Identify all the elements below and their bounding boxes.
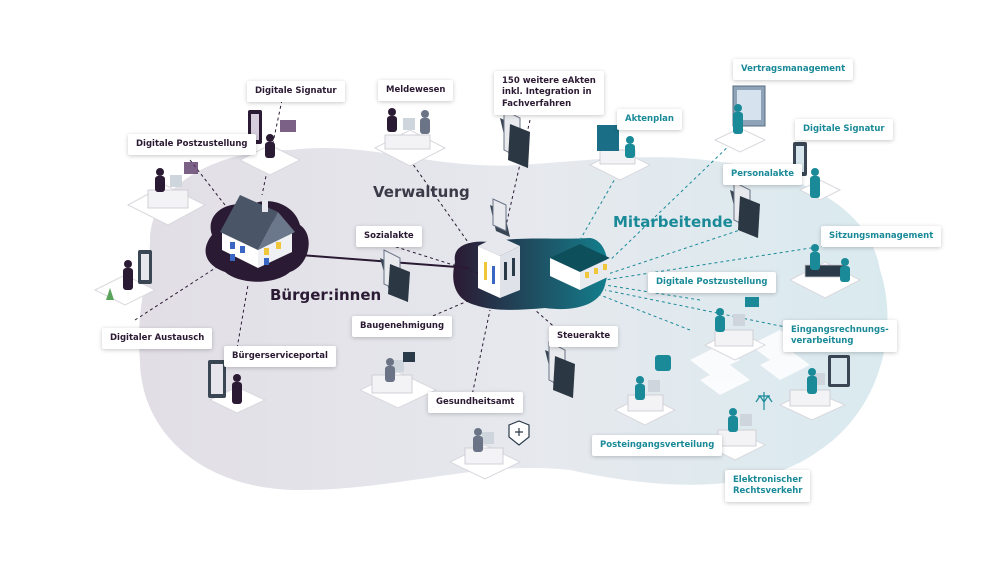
callout-digitale-postzustellung-staff: Digitale Postzustellung [648,272,776,294]
callout-eingangsrechnung-line-1: Eingangsrechnungs- [791,325,889,335]
callout-rechtsverkehr-line-1: Elektronischer [733,475,803,485]
callout-sozialakte: Sozialakte [356,226,422,248]
background-blob [138,147,888,490]
staff-building [550,244,610,290]
callout-eakten-line-2: inkl. Integration in [502,87,592,98]
callout-elektronischer-rechtsverkehr: Elektronischer Rechtsverkehr [725,470,811,503]
callout-posteingangsverteilung: Posteingangsverteilung [592,435,723,457]
folders [380,109,760,398]
callout-digitale-postzustellung-citizens: Digitale Postzustellung [128,134,256,156]
callout-eingangsrechnungsverarbeitung: Eingangsrechnungs- verarbeitung [783,320,897,353]
callout-digitaler-austausch: Digitaler Austausch [102,328,213,350]
callout-eakten-line-3: Fachverfahren [502,98,572,109]
people [123,104,850,452]
zone-label-staff: Mitarbeitende [613,213,733,231]
callout-personalakte: Personalakte [723,164,803,186]
callout-eakten-line-1: 150 weitere eAkten [502,76,596,86]
callout-vertragsmanagement: Vertragsmanagement [733,59,854,81]
callout-eingangsrechnung-line-2: verarbeitung [791,336,854,347]
callout-baugenehmigung: Baugenehmigung [352,316,453,338]
callout-rechtsverkehr-line-2: Rechtsverkehr [733,486,803,497]
callout-meldewesen: Meldewesen [378,80,454,102]
callout-digitale-signatur-citizens: Digitale Signatur [247,81,345,103]
callout-gesundheitsamt: Gesundheitsamt [428,392,523,414]
citizens-house [220,195,295,268]
callout-eakten: 150 weitere eAkten inkl. Integration in … [494,71,604,116]
connector-lines-staff [579,139,831,331]
desks [147,134,846,465]
decorative-icons [106,145,773,446]
callout-sitzungsmanagement: Sitzungsmanagement [821,226,942,248]
zone-label-citizens: Bürger:innen [270,286,382,304]
administration-building [478,236,520,298]
callout-aktenplan: Aktenplan [617,109,682,131]
callout-digitale-signatur-staff: Digitale Signatur [795,119,893,141]
zone-label-administration: Verwaltung [373,183,470,201]
callout-buergerserviceportal: Bürgerserviceportal [224,346,336,368]
callout-steuerakte: Steuerakte [549,326,619,348]
